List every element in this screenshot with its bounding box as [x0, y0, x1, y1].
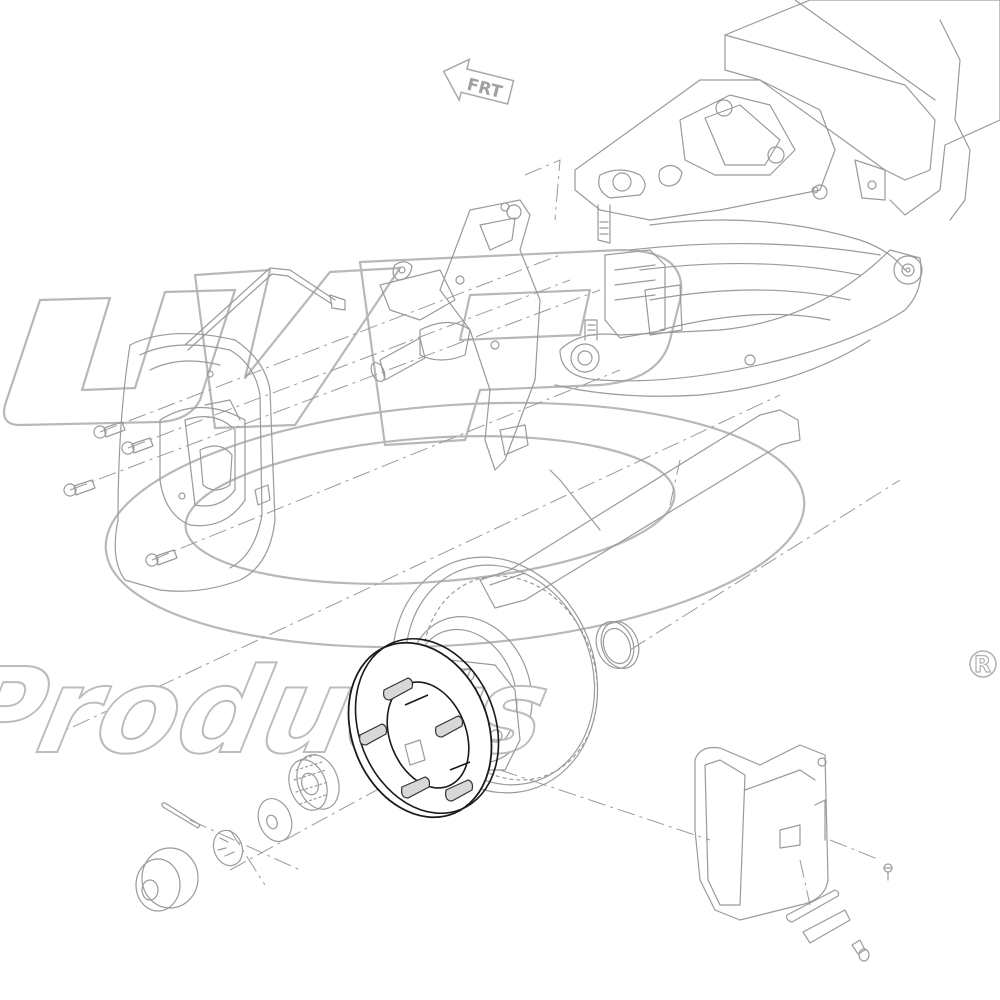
wheel-hub	[347, 637, 521, 819]
washer	[257, 798, 293, 842]
wheel-stud	[445, 779, 474, 802]
pad-clip	[785, 889, 851, 944]
cotter-pin	[161, 802, 201, 829]
brake-caliper	[694, 744, 829, 921]
watermark-uvp	[2, 248, 806, 649]
wheel-bearing	[288, 753, 340, 811]
wheel-stud	[401, 776, 431, 799]
arrow-left-icon	[442, 57, 515, 105]
lower-control-arm	[554, 219, 923, 397]
watermark-products: Products R	[0, 642, 997, 782]
steering-knuckle	[370, 199, 541, 471]
bolt-2	[121, 437, 154, 455]
castle-nut	[212, 829, 244, 867]
caliper-bolt	[851, 939, 870, 962]
wheel-stud	[359, 723, 388, 746]
front-direction-indicator: FRT	[442, 57, 515, 105]
wheel-stud	[435, 715, 464, 738]
wheel-stud	[383, 677, 414, 701]
dust-cap	[135, 847, 199, 912]
svg-text:R: R	[974, 653, 991, 678]
splash-shield-bolts	[63, 421, 178, 567]
assembly-centerlines	[44, 159, 901, 906]
frame-upper-control-arm	[574, 0, 1000, 244]
registered-mark: R	[969, 650, 997, 679]
bolt-4	[145, 549, 178, 567]
bolt-3	[63, 479, 96, 497]
bleeder-valve	[883, 863, 893, 881]
brake-backing-plate	[114, 332, 276, 592]
axle-shaft	[479, 409, 801, 609]
seal	[595, 621, 640, 669]
bolt-1	[93, 421, 126, 439]
brake-hose	[184, 267, 346, 351]
